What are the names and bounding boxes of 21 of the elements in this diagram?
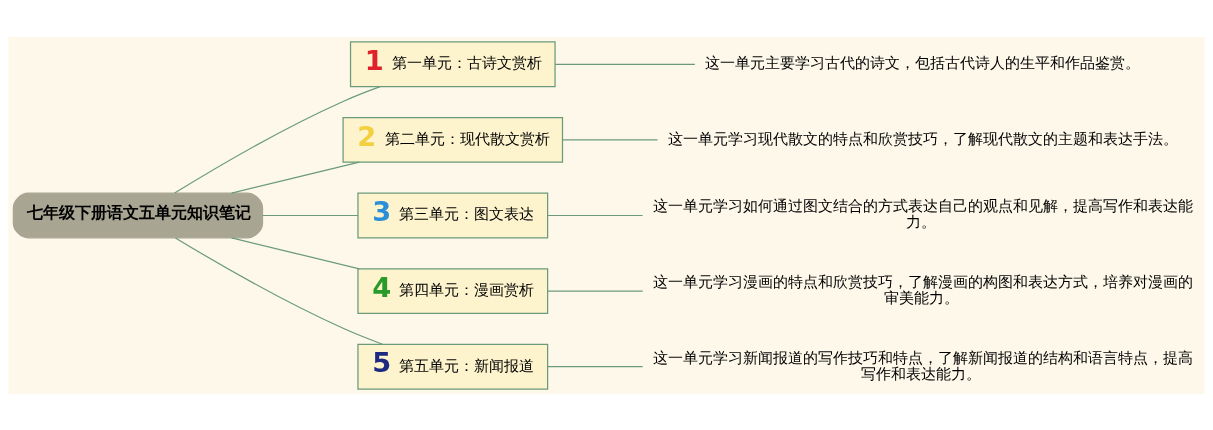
node-box: 1 第一单元：古诗文赏析 [349, 40, 556, 87]
node-box: 3 第三单元：图文表达 [357, 192, 549, 238]
node-text: 这一单元学习如何通过图文结合的方式表达自己的观点和见解，提高写作和表达能力。 [652, 196, 1193, 231]
connector [231, 161, 360, 194]
connector [174, 236, 384, 345]
connector [231, 236, 360, 269]
node-text: 这一单元学习漫画的特点和欣赏技巧，了解漫画的构图和表达方式，培养对漫画的审美能力。 [652, 272, 1193, 307]
node-text: 这一单元学习新闻报道的写作技巧和特点，了解新闻报道的结构和语言特点，提高写作和表达能力。 [652, 348, 1193, 383]
connector [262, 214, 359, 216]
node-box: 5 第五单元：新闻报道 [357, 343, 549, 390]
connector [562, 138, 659, 140]
connector [547, 365, 644, 367]
connector [547, 290, 644, 292]
connector [547, 214, 644, 216]
connector [174, 85, 381, 194]
node-box: 4 第四单元：漫画赏析 [357, 267, 549, 314]
node-text: 这一单元学习现代散文的特点和欣赏技巧，了解现代散文的主题和表达手法。 [667, 129, 1178, 148]
node-box: 2 第二单元：现代散文赏析 [342, 116, 564, 163]
node-box: 七年级下册语文五单元知识笔记 [12, 192, 264, 238]
connector [554, 63, 696, 65]
node-text: 这一单元主要学习古代的诗文，包括古代诗人的生平和作品鉴赏。 [705, 53, 1141, 72]
